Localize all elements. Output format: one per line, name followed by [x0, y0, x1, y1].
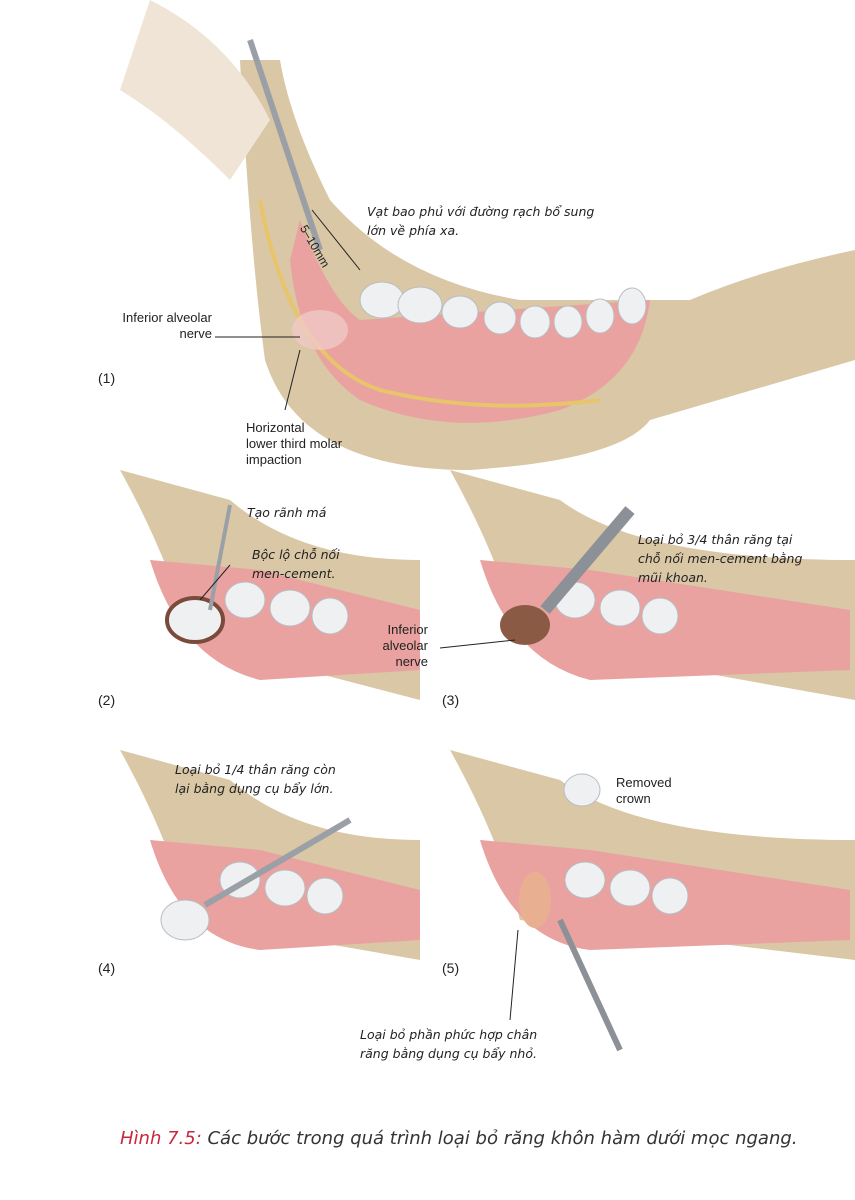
panel-number-2: (2): [98, 692, 116, 708]
note-line: chỗ nối men-cement bằng: [638, 551, 803, 566]
label-line: Horizontal: [246, 420, 305, 435]
label-line: impaction: [246, 452, 302, 467]
note-line: lớn về phía xa.: [367, 223, 460, 238]
removed-crown: [563, 773, 601, 807]
label-line: Inferior: [387, 622, 428, 637]
jaw-illustration-5: [450, 750, 855, 1052]
nerve-label: Inferior alveolar nerve: [110, 310, 212, 342]
panel4-note: Loại bỏ 1/4 thân răng còn lại bằng dụng …: [175, 760, 336, 798]
note-line: răng bằng dụng cụ bẩy nhỏ.: [360, 1046, 537, 1061]
panel2-note2: Bộc lộ chỗ nối men-cement.: [252, 545, 340, 583]
panel3-nerve-label: Inferior alveolar nerve: [370, 622, 428, 670]
label-line: alveolar: [382, 638, 428, 653]
panel1-note: Vạt bao phủ với đường rạch bổ sung lớn v…: [367, 202, 594, 240]
panel3-note: Loại bỏ 3/4 thân răng tại chỗ nối men-ce…: [638, 530, 802, 587]
label-line: lower third molar: [246, 436, 343, 451]
jaw-illustration-3: [439, 470, 855, 700]
jaw-illustration-4: [120, 750, 420, 960]
note-line: mũi khoan.: [638, 570, 708, 585]
removed-crown-label: Removed crown: [616, 775, 672, 807]
note-line: Bộc lộ chỗ nối: [252, 547, 340, 562]
panel2-note1: Tạo rãnh má: [247, 505, 327, 520]
panel-number-4: (4): [98, 960, 116, 976]
figure-caption: Hình 7.5: Các bước trong quá trình loại …: [120, 1128, 798, 1149]
note-line: Loại bỏ 3/4 thân răng tại: [638, 532, 793, 547]
panel-number-1: (1): [98, 370, 116, 386]
panel-number-5: (5): [442, 960, 460, 976]
figure-number: Hình 7.5:: [120, 1128, 202, 1149]
label-line: Inferior alveolar: [122, 310, 212, 325]
jaw-illustration-1: [120, 0, 855, 470]
note-line: lại bằng dụng cụ bẩy lớn.: [175, 781, 334, 796]
impaction-label: Horizontal lower third molar impaction: [246, 420, 342, 468]
caption-text: Các bước trong quá trình loại bỏ răng kh…: [201, 1128, 798, 1149]
note-line: Loại bỏ phần phức hợp chân: [360, 1027, 538, 1042]
label-line: nerve: [179, 326, 212, 341]
note-line: Vạt bao phủ với đường rạch bổ sung: [367, 204, 595, 219]
label-line: nerve: [395, 654, 428, 669]
jaw-illustration-2: [120, 470, 420, 700]
note-line: men-cement.: [252, 566, 336, 581]
panel-number-3: (3): [442, 692, 460, 708]
note-line: Loại bỏ 1/4 thân răng còn: [175, 762, 336, 777]
label-line: crown: [616, 791, 651, 806]
panel5-note: Loại bỏ phần phức hợp chân răng bằng dụn…: [360, 1025, 537, 1063]
label-line: Removed: [616, 775, 672, 790]
